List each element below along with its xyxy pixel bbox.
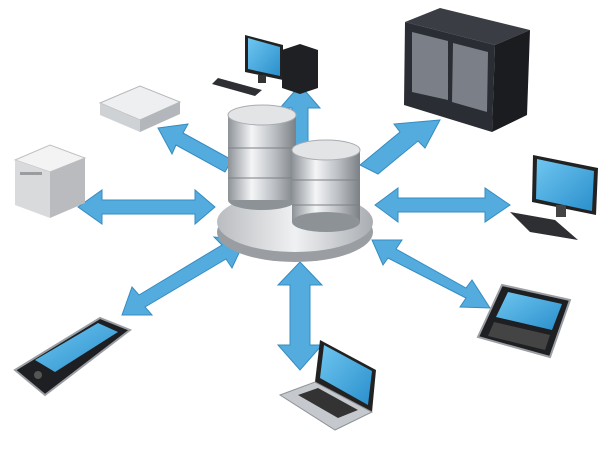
arrow-bottom: [276, 261, 324, 371]
desktop-icon: [212, 35, 318, 96]
server-rack-icon: [404, 8, 530, 132]
arrow-right: [374, 187, 511, 223]
monitor-icon: [510, 155, 598, 240]
connection-arrows: [77, 84, 511, 371]
smartphone-icon: [13, 316, 133, 397]
tower-server-icon: [13, 144, 87, 218]
arrow-bottom-right: [371, 239, 491, 309]
router-icon: [98, 85, 182, 132]
arrow-left: [77, 188, 216, 226]
arrow-bottom-left: [121, 236, 246, 316]
database-icon: [217, 104, 373, 262]
smartphone-icon: [476, 283, 572, 359]
arrow-top-left: [157, 123, 233, 173]
laptop-icon: [278, 340, 376, 431]
arrow-top-right: [359, 119, 441, 175]
